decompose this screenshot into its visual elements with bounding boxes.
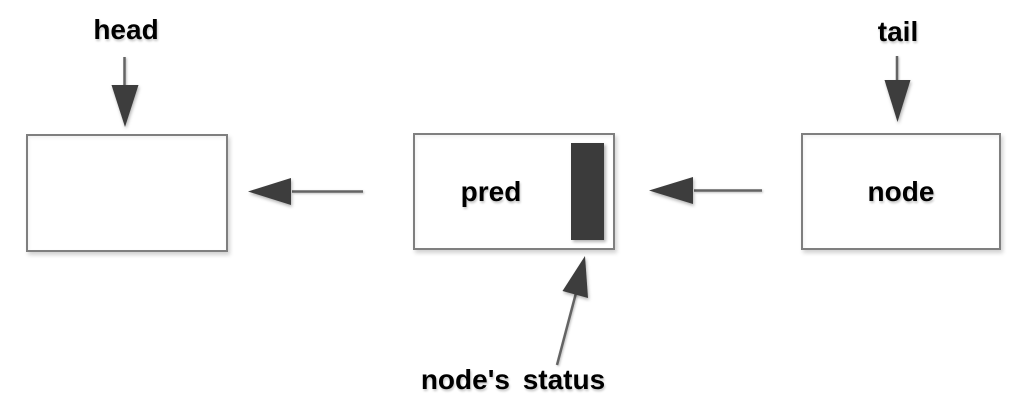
head-arrow-head: [111, 85, 139, 127]
node-to-pred-arrow-head: [649, 177, 693, 204]
status-arrow-line: [555, 292, 578, 366]
node-box-label: node: [867, 175, 935, 207]
head-box: [26, 134, 228, 252]
node-status-bar: [571, 143, 604, 240]
head-pointer-label: head: [93, 14, 159, 45]
status-arrow-head: [562, 256, 588, 298]
node-box: node: [801, 133, 1001, 250]
pred-to-head-arrow-head: [248, 178, 291, 205]
status-pointer-label: node's status: [420, 364, 606, 395]
pred-box-label: pred: [460, 175, 522, 207]
tail-arrow-head: [884, 80, 911, 122]
head-box-label: [28, 136, 226, 250]
tail-pointer-label: tail: [877, 16, 919, 47]
pred-box: pred: [413, 133, 615, 250]
